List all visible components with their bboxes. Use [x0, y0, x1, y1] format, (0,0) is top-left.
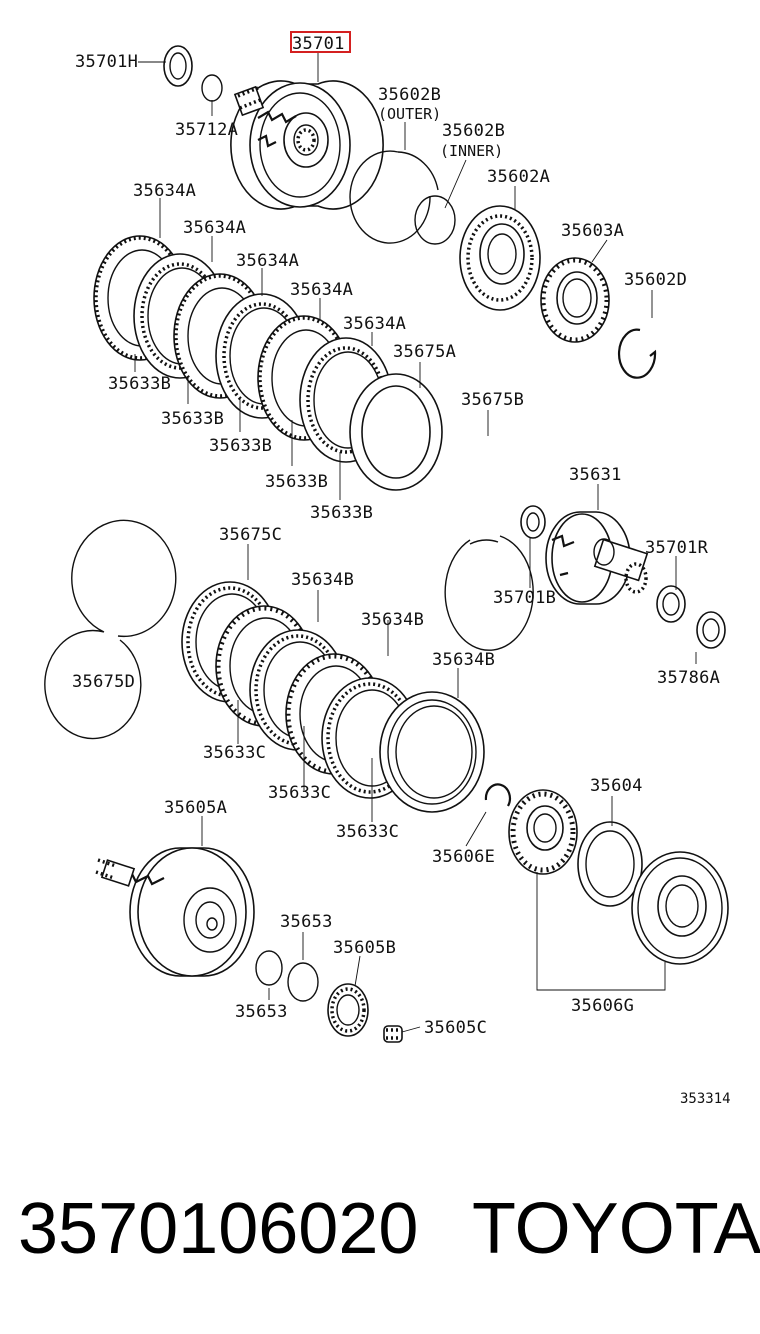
- label-inner-note: (INNER): [440, 142, 503, 160]
- label-35633C-2: 35633C: [268, 783, 331, 803]
- label-35701B: 35701B: [493, 588, 556, 608]
- leader-lines: [134, 52, 697, 1033]
- label-35634A-5: 35634A: [343, 314, 406, 334]
- part-number: 3570106020: [18, 1189, 419, 1269]
- diagram-reference-number: 353314: [680, 1091, 731, 1107]
- highlight-box-35701: [290, 31, 351, 53]
- part-35701R-washer: [656, 585, 686, 623]
- part-35786A-washer: [696, 611, 726, 649]
- label-35634B-2: 35634B: [361, 610, 424, 630]
- label-35603A: 35603A: [561, 221, 624, 241]
- label-35604: 35604: [590, 776, 643, 796]
- footer-caption: 3570106020 TOYOTA: [14, 1188, 760, 1278]
- label-35602A: 35602A: [487, 167, 550, 187]
- part-35712A-ring: [201, 74, 223, 102]
- label-35675B: 35675B: [461, 390, 524, 410]
- part-35604-plate: [577, 821, 643, 907]
- label-35631: 35631: [569, 465, 622, 485]
- part-35604-gear: [508, 789, 578, 875]
- part-35605A-carrier: [95, 847, 255, 977]
- label-35606E: 35606E: [432, 847, 495, 867]
- part-35602D-snap-ring: [617, 328, 657, 379]
- part-35605B-bearing: [327, 983, 369, 1037]
- label-35675A: 35675A: [393, 342, 456, 362]
- part-35653-ring-a: [255, 950, 283, 986]
- label-35605A: 35605A: [164, 798, 227, 818]
- label-35675C: 35675C: [219, 525, 282, 545]
- label-35605B: 35605B: [333, 938, 396, 958]
- label-35633B-5: 35633B: [310, 503, 373, 523]
- label-35633B-3: 35633B: [209, 436, 272, 456]
- label-35712A: 35712A: [175, 120, 238, 140]
- leader-35606G: [536, 872, 666, 991]
- label-35606G: 35606G: [571, 996, 634, 1016]
- label-35602B-inner: 35602B: [442, 121, 505, 141]
- label-35634A-4: 35634A: [290, 280, 353, 300]
- label-35633C-3: 35633C: [336, 822, 399, 842]
- part-35675D-snap-ring: [44, 519, 177, 740]
- label-35701-highlighted: 35701: [292, 34, 345, 54]
- part-35701B-washer: [520, 505, 546, 539]
- label-35633B-4: 35633B: [265, 472, 328, 492]
- part-35701H-washer: [163, 45, 193, 87]
- label-35653-1: 35653: [280, 912, 333, 932]
- label-35605C: 35605C: [424, 1018, 487, 1038]
- label-35653-2: 35653: [235, 1002, 288, 1022]
- part-35602B-inner-ring: [414, 195, 456, 245]
- label-35786A: 35786A: [657, 668, 720, 688]
- clutch-pack-upper: [93, 235, 443, 491]
- label-35634A-2: 35634A: [183, 218, 246, 238]
- part-35606E-snap-ring: [484, 783, 511, 807]
- label-35701R: 35701R: [645, 538, 709, 558]
- label-35602D: 35602D: [624, 270, 687, 290]
- label-35675D: 35675D: [72, 672, 135, 692]
- label-35634A-1: 35634A: [133, 181, 196, 201]
- label-35634B-1: 35634B: [291, 570, 354, 590]
- part-35606G-bearing: [631, 851, 729, 965]
- part-35653-ring-b: [287, 962, 319, 1002]
- part-35602B-outer-ring: [349, 150, 439, 244]
- clutch-pack-lower: [181, 581, 485, 813]
- part-35605C-needle-bearing: [383, 1025, 403, 1043]
- label-35633B-2: 35633B: [161, 409, 224, 429]
- part-35602A-bearing: [459, 205, 541, 311]
- label-35634A-3: 35634A: [236, 251, 299, 271]
- label-35602B-outer: 35602B: [378, 85, 441, 105]
- part-35701-drum: [230, 80, 384, 210]
- label-35633C-1: 35633C: [203, 743, 266, 763]
- label-35634B-3: 35634B: [432, 650, 495, 670]
- part-35631-gear: [545, 511, 649, 605]
- label-outer-note: (OUTER): [378, 105, 441, 123]
- part-35675B-snap-ring: [444, 535, 534, 651]
- brand-name: TOYOTA: [472, 1189, 760, 1269]
- part-35603A-hub: [540, 257, 610, 343]
- label-35633B-1: 35633B: [108, 374, 171, 394]
- label-35701H: 35701H: [75, 52, 138, 72]
